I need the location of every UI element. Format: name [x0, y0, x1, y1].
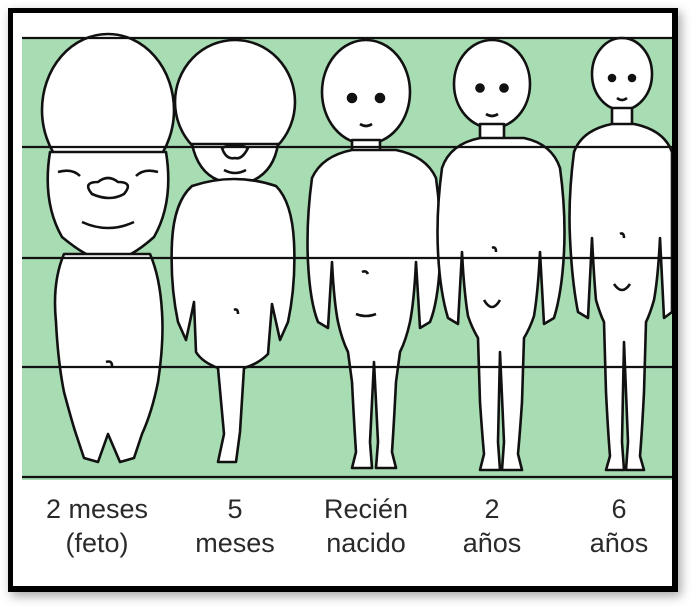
label-stage-1-line1: 2 meses: [45, 494, 149, 524]
label-stage-2: 5 meses: [170, 492, 300, 560]
label-stage-5: 6 años: [554, 492, 684, 560]
figure-6-years: [568, 36, 672, 472]
label-stage-4-line1: 2: [484, 494, 500, 524]
figure-fetus-5-months: [170, 38, 297, 464]
label-stage-2-line2: meses: [195, 528, 275, 558]
label-stage-4-line2: años: [462, 528, 522, 558]
label-stage-3-line2: nacido: [326, 528, 406, 558]
label-stage-5-line1: 6: [611, 494, 627, 524]
label-stage-2-line1: 5: [227, 494, 243, 524]
figure-2-years: [436, 38, 566, 472]
label-stage-3-line1: Recién: [323, 494, 409, 524]
label-stage-1: 2 meses (feto): [32, 492, 162, 560]
label-stage-1-line2: (feto): [65, 528, 129, 558]
label-stage-3: Recién nacido: [301, 492, 431, 560]
body-proportions-illustration: [22, 32, 672, 480]
label-stage-4: 2 años: [427, 492, 557, 560]
proportion-grid-lines: [22, 36, 672, 479]
label-stage-5-line2: años: [589, 528, 649, 558]
stage-labels: 2 meses (feto) 5 meses Recién nacido 2 a…: [22, 492, 672, 572]
